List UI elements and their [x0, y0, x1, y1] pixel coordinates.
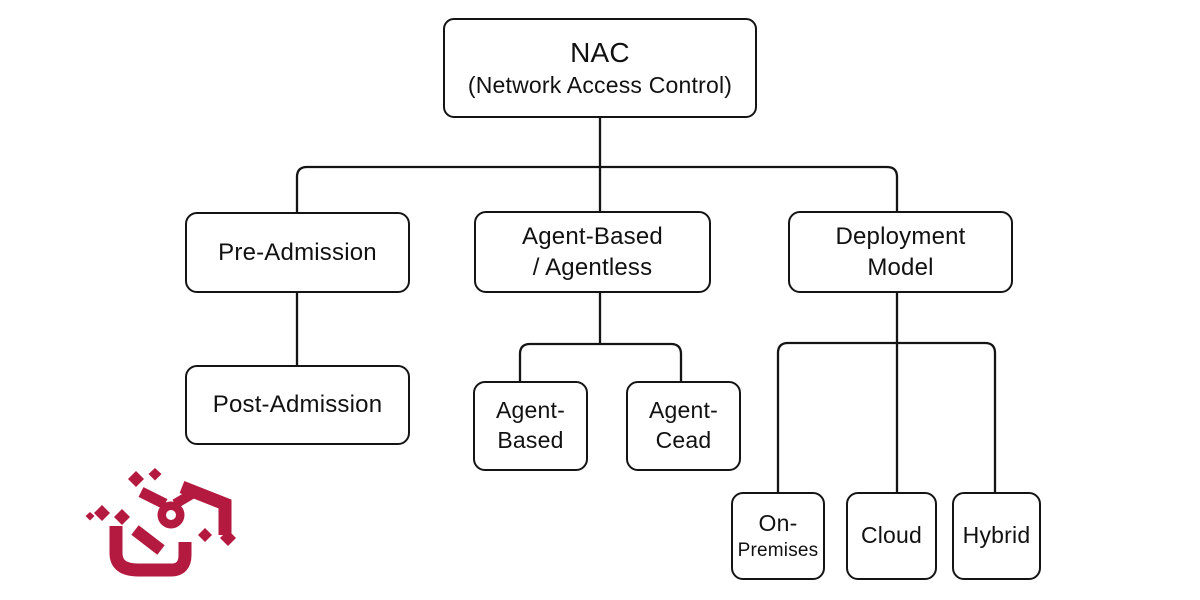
node-agent-based-agentless: Agent-Based / Agentless — [474, 211, 711, 293]
node-deployment-model-line2: Model — [867, 254, 934, 281]
edge-deployment-bus — [776, 341, 997, 492]
edge-agent-bus — [518, 342, 683, 381]
node-post-admission: Post-Admission — [185, 365, 410, 445]
brand-logo — [85, 458, 255, 586]
node-on-premises: On- Premises — [731, 492, 825, 580]
node-deployment-model-line1: Deployment — [835, 222, 966, 250]
node-agent-cead: Agent- Cead — [626, 381, 741, 471]
node-hybrid-label: Hybrid — [962, 522, 1031, 549]
node-deployment-model: Deployment Model — [788, 211, 1013, 293]
node-hybrid: Hybrid — [952, 492, 1041, 580]
node-on-premises-line2: Premises — [737, 539, 819, 561]
node-nac: NAC (Network Access Control) — [443, 18, 757, 118]
node-cloud: Cloud — [846, 492, 937, 580]
node-agent-based-line1: Agent- — [496, 397, 565, 424]
node-agent-cead-line1: Agent- — [649, 397, 718, 424]
edge-nac-bus-to-pre-and-deployment — [295, 165, 899, 212]
node-pre-admission: Pre-Admission — [185, 212, 410, 293]
node-nac-title: NAC — [570, 36, 630, 68]
node-nac-subtitle: (Network Access Control) — [467, 72, 733, 99]
node-pre-admission-label: Pre-Admission — [218, 238, 377, 266]
node-agent-based-line2: Based — [497, 427, 564, 453]
node-agent-based: Agent- Based — [473, 381, 588, 471]
node-agent-based-agentless-line1: Agent-Based — [522, 222, 663, 250]
node-cloud-label: Cloud — [860, 522, 923, 549]
node-agent-cead-line2: Cead — [655, 427, 712, 453]
node-agent-based-agentless-line2: / Agentless — [532, 254, 653, 281]
node-on-premises-line1: On- — [758, 509, 798, 536]
node-post-admission-label: Post-Admission — [212, 391, 383, 419]
brand-calligraphy-logo-icon — [85, 468, 236, 577]
